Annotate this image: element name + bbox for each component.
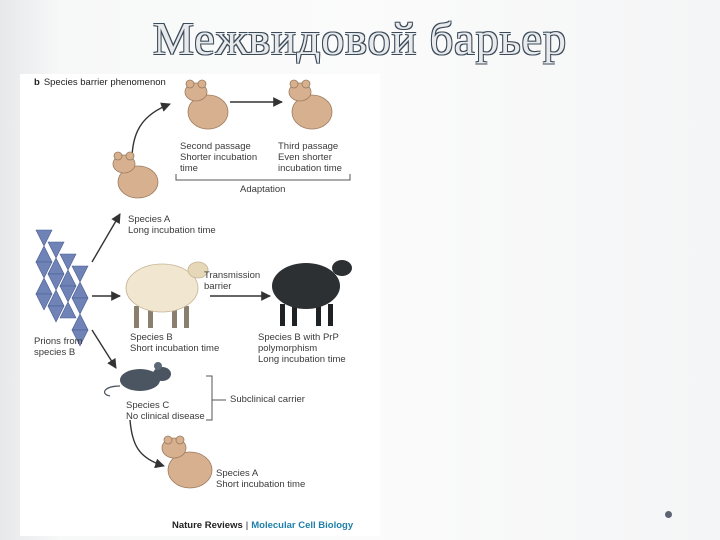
arrow-to-second-passage: [131, 102, 171, 161]
label-subclinical: Subclinical carrier: [230, 394, 305, 405]
sheep-prp-polymorphism-icon: [272, 260, 352, 326]
arrow-to-species-a: [91, 213, 121, 263]
label-species-b-short: Species B Short incubation time: [130, 332, 220, 354]
figure-credit: Nature Reviews|Molecular Cell Biology: [172, 520, 353, 531]
label-species-c: Species C No clinical disease: [126, 400, 205, 422]
label-species-b-prp: Species B with PrP polymorphism Long inc…: [258, 332, 346, 365]
arrow-to-species-a-short: [129, 419, 165, 469]
label-prions-from: Prions from species B: [34, 336, 83, 358]
hamster-third-passage-icon: [288, 79, 333, 130]
label-species-a-short: Species A Short incubation time: [216, 468, 306, 490]
label-adaptation: Adaptation: [240, 184, 286, 195]
figure-graphics: [35, 79, 352, 489]
arrow-to-species-c: [91, 329, 117, 369]
label-second-passage: Second passage Shorter incubation time: [180, 141, 258, 174]
slide-title: Межвидовой барьер: [153, 13, 567, 64]
hamster-second-passage-icon: [184, 79, 229, 130]
hamster-species-a-icon: [112, 151, 159, 199]
adaptation-bracket: [175, 174, 351, 181]
credit-separator: |: [245, 520, 249, 531]
label-species-a-long: Species A Long incubation time: [128, 214, 216, 236]
hamster-species-a-short-icon: [161, 435, 213, 489]
mouse-species-c-icon: [103, 362, 171, 397]
slide-bullet-icon: [665, 511, 672, 518]
label-third-passage: Third passage Even shorter incubation ti…: [278, 141, 342, 174]
panel-letter: b: [34, 77, 40, 88]
label-transmission-barrier: Transmission barrier: [204, 270, 261, 292]
prion-cluster-icon: [35, 229, 89, 347]
credit-section: Molecular Cell Biology: [251, 520, 354, 531]
flow-arrows: [91, 97, 283, 469]
subclinical-bracket: [206, 375, 226, 421]
credit-journal: Nature Reviews: [172, 520, 243, 531]
sheep-species-b-icon: [125, 261, 209, 328]
panel-title: Species barrier phenomenon: [43, 77, 166, 88]
